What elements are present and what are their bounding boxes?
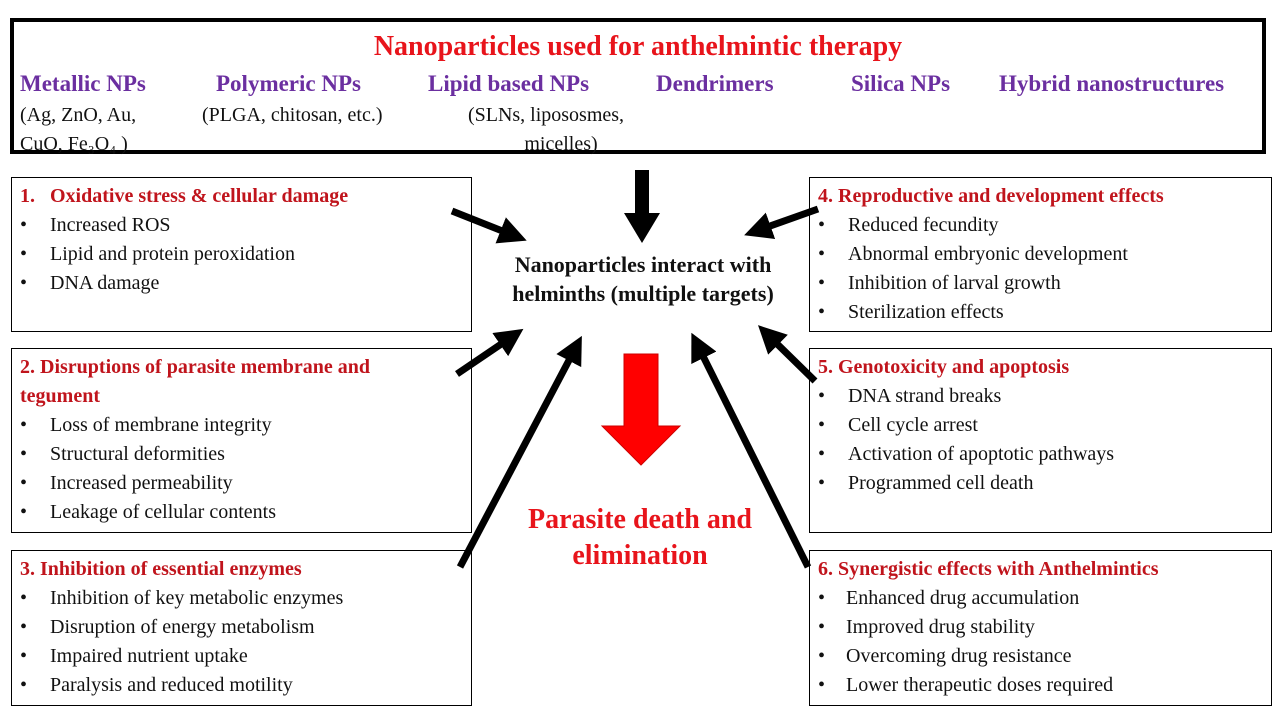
list-item: Abnormal embryonic development [818,240,1263,269]
nanoparticle-types-box: Nanoparticles used for anthelmintic ther… [10,18,1266,155]
effect-box-enzyme-inhibition: 3. Inhibition of essential enzymes Inhib… [11,550,472,706]
diagram-title: Nanoparticles used for anthelmintic ther… [373,31,903,62]
box-title: 1. Oxidative stress & cellular damage [20,185,349,207]
list-item: Inhibition of larval growth [818,269,1263,298]
list-item: Activation of apoptotic pathways [818,440,1263,469]
category-dendrimers: Dendrimers [656,71,774,96]
category-lipid: Lipid based NPs [428,71,590,96]
list-item: DNA damage [20,269,463,298]
examples-polymeric: (PLGA, chitosan, etc.) [202,104,383,126]
box-title: 6. Synergistic effects with Anthelmintic… [818,558,1159,580]
arrow-from-box-1 [450,207,527,244]
list-item: Disruption of energy metabolism [20,613,463,642]
list-item: Loss of membrane integrity [20,411,463,440]
list-item: Lipid and protein peroxidation [20,240,463,269]
arrow-from-box-3 [456,335,582,569]
list-item: Lower therapeutic doses required [818,671,1263,700]
list-item: Cell cycle arrest [818,411,1263,440]
list-item: Impaired nutrient uptake [20,642,463,671]
category-polymeric: Polymeric NPs [216,71,361,96]
list-item: Improved drug stability [818,613,1263,642]
list-item: Increased ROS [20,211,463,240]
effect-box-synergistic: 6. Synergistic effects with Anthelmintic… [809,550,1272,706]
list-item: Increased permeability [20,469,463,498]
effect-box-oxidative-stress: 1. Oxidative stress & cellular damage In… [11,177,472,332]
list-item: Overcoming drug resistance [818,642,1263,671]
list-item: Structural deformities [20,440,463,469]
list-item: Reduced fecundity [818,211,1263,240]
category-metallic: Metallic NPs [20,71,146,96]
box-title: 2. Disruptions of parasite membrane and … [20,356,371,407]
arrow-from-box-4 [744,205,820,240]
list-item: DNA strand breaks [818,382,1263,411]
examples-lipid: (SLNs, lipososmes, micelles) [467,104,625,155]
box-title: 5. Genotoxicity and apoptosis [818,356,1070,378]
arrow-from-box-2 [455,328,524,377]
category-silica: Silica NPs [851,71,951,96]
down-arrow-from-top [624,170,660,243]
interaction-label: Nanoparticles interact with helminths (m… [512,252,774,306]
category-hybrid: Hybrid nanostructures [999,71,1225,96]
list-item: Inhibition of key metabolic enzymes [20,584,463,613]
effect-box-membrane-disruption: 2. Disruptions of parasite membrane and … [11,348,472,533]
red-outcome-arrow [600,353,682,466]
list-item: Sterilization effects [818,298,1263,327]
list-item: Paralysis and reduced motility [20,671,463,700]
list-item: Programmed cell death [818,469,1263,498]
examples-metallic: (Ag, ZnO, Au, CuO, Fe₃O₄ ) [20,104,137,155]
effect-box-genotoxicity: 5. Genotoxicity and apoptosis DNA strand… [809,348,1272,533]
list-item: Leakage of cellular contents [20,498,463,527]
box-title: 3. Inhibition of essential enzymes [20,558,302,580]
effect-box-reproductive: 4. Reproductive and development effects … [809,177,1272,332]
list-item: Enhanced drug accumulation [818,584,1263,613]
arrow-from-box-5 [757,325,818,384]
arrow-from-box-6 [691,332,812,569]
box-title: 4. Reproductive and development effects [818,185,1164,207]
outcome-label: Parasite death and elimination [528,504,752,571]
